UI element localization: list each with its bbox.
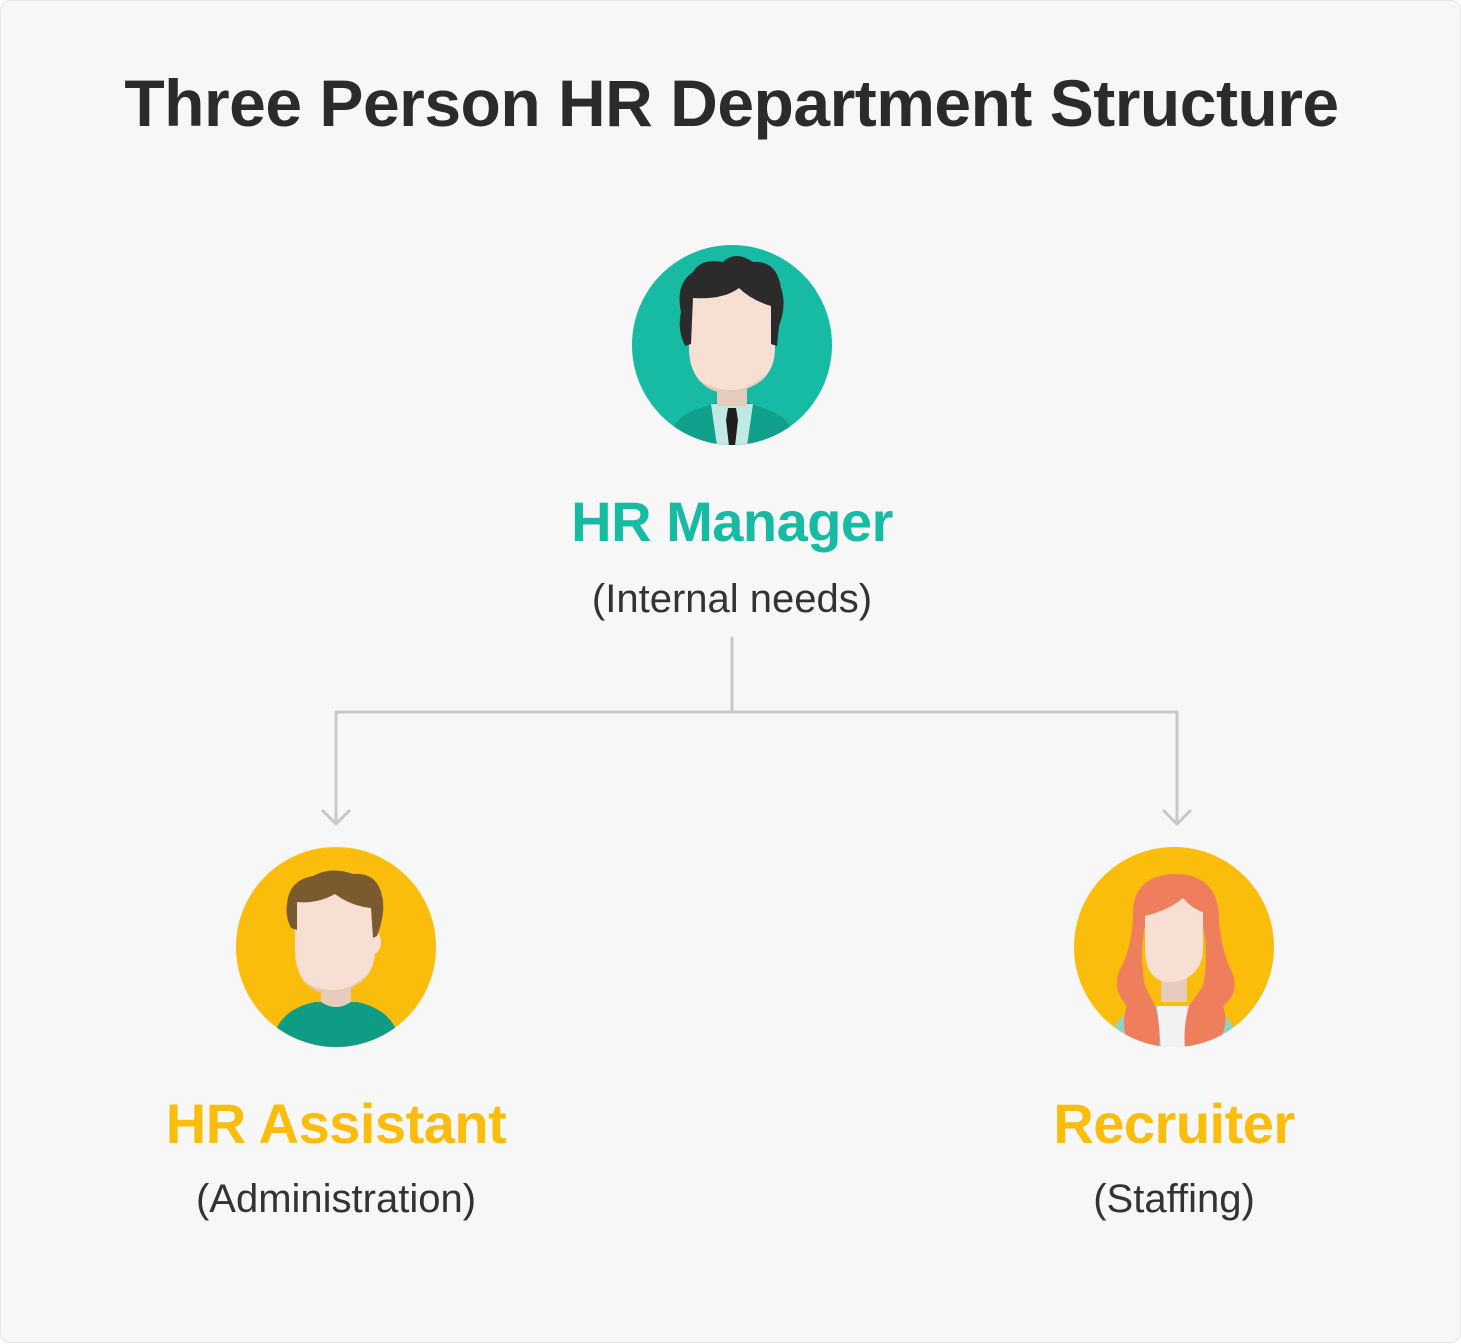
manager-role-label: HR Manager	[571, 490, 893, 553]
chart-title: Three Person HR Department Structure	[124, 66, 1339, 140]
male-avatar-icon	[236, 847, 436, 1047]
female-avatar-icon	[1074, 847, 1274, 1047]
manager-description: (Internal needs)	[591, 577, 873, 621]
connector-group	[321, 636, 1192, 826]
arrowhead-assistant	[321, 809, 351, 826]
arrowhead-recruiter	[1162, 809, 1192, 826]
assistant-description: (Administration)	[195, 1177, 477, 1221]
assistant-role-label: HR Assistant	[165, 1092, 507, 1155]
recruiter-description: (Staffing)	[1093, 1177, 1255, 1221]
male-businessman-avatar-icon	[632, 245, 832, 445]
recruiter-role-label: Recruiter	[1053, 1092, 1295, 1155]
